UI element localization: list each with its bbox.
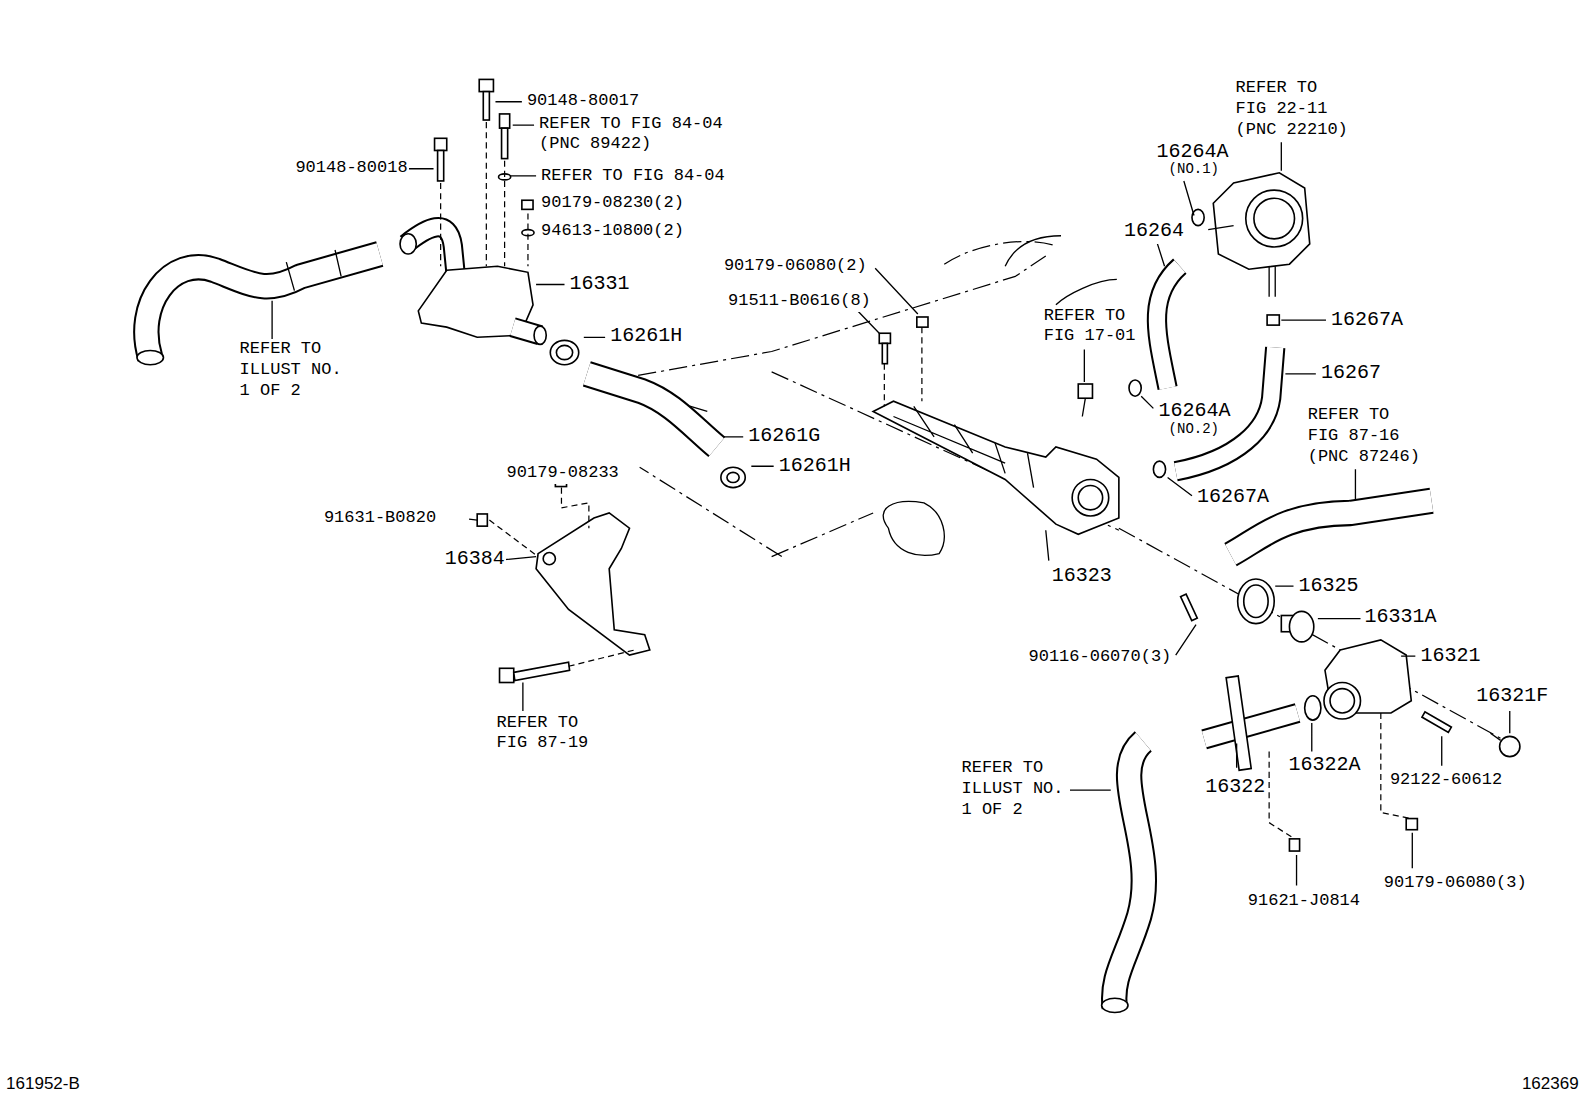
reference-note: REFER TO FIG 84-04 xyxy=(540,166,726,187)
callout-number: 16264A xyxy=(1157,399,1231,423)
callout-number: 16267 xyxy=(1320,361,1382,385)
callout-number: 16323 xyxy=(1051,564,1113,588)
sheet-id: 161952-B xyxy=(5,1074,81,1095)
part-code: 90179-08230(2) xyxy=(540,193,685,214)
sheet-id: 162369 xyxy=(1521,1074,1580,1095)
callout-number: 16322 xyxy=(1204,775,1266,799)
callout-number: 16261H xyxy=(778,454,852,478)
note-qualifier: (NO.2) xyxy=(1168,421,1220,438)
note-qualifier: (NO.1) xyxy=(1168,161,1220,178)
part-code: 90179-06080(3) xyxy=(1383,873,1528,894)
part-code: 90148-80017 xyxy=(526,91,640,112)
callout-number: 16321F xyxy=(1475,684,1549,708)
callout-number: 16267A xyxy=(1330,308,1404,332)
callout-number: 16331A xyxy=(1364,605,1438,629)
callout-number: 16331 xyxy=(569,272,631,296)
callout-number: 16261H xyxy=(609,324,683,348)
reference-note: REFER TO FIG 84-04 (PNC 89422) xyxy=(538,114,739,155)
callout-number: 16325 xyxy=(1298,574,1360,598)
part-code: 90148-80018 xyxy=(294,158,408,179)
callout-number: 16264 xyxy=(1123,219,1185,243)
reference-note: REFER TO ILLUST NO. 1 OF 2 xyxy=(239,339,348,401)
reference-note: REFER TO FIG 87-16 (PNC 87246) xyxy=(1307,405,1426,467)
reference-note: REFER TO FIG 22-11 (PNC 22210) xyxy=(1235,78,1354,140)
reference-note: REFER TO ILLUST NO. 1 OF 2 xyxy=(961,758,1070,820)
part-code: 90179-08233 xyxy=(506,463,620,484)
reference-note: REFER TO FIG 87-19 xyxy=(496,713,595,754)
callout-number: 16267A xyxy=(1196,485,1270,509)
part-code: 94613-10800(2) xyxy=(540,221,685,242)
part-code: 91621-J0814 xyxy=(1247,891,1361,912)
part-code: 91631-B0820 xyxy=(323,508,437,529)
callout-number: 16322A xyxy=(1287,753,1361,777)
part-code: 90179-06080(2) xyxy=(723,256,868,277)
part-code: 91511-B0616(8) xyxy=(727,291,872,312)
reference-note: REFER TO FIG 17-01 xyxy=(1043,306,1142,347)
part-code: 90116-06070(3) xyxy=(1028,647,1173,668)
part-code: 92122-60612 xyxy=(1389,770,1503,791)
callout-number: 16261G xyxy=(747,424,821,448)
callout-number: 16321 xyxy=(1419,644,1481,668)
callout-number: 16384 xyxy=(444,547,506,571)
